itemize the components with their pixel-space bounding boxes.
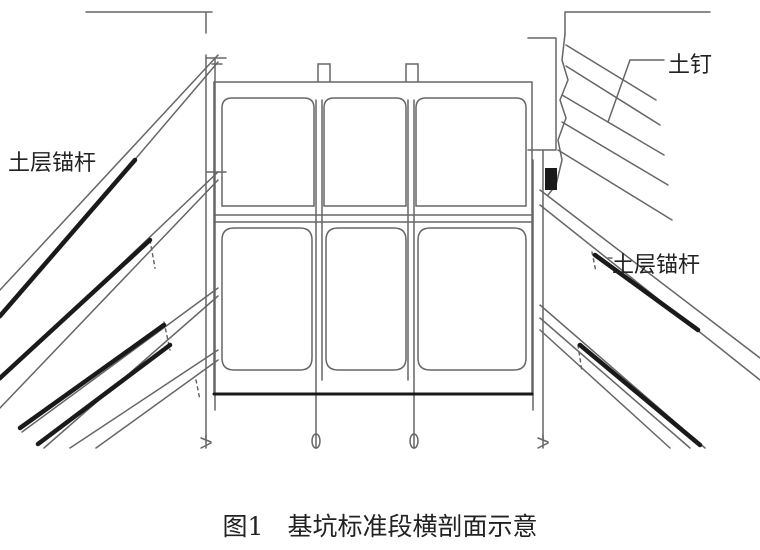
figure-title: 基坑标准段横剖面示意 (287, 512, 538, 541)
capping-beam (545, 168, 557, 190)
left-anchor-bond-2 (0, 237, 153, 381)
right-slope-lines (539, 189, 760, 449)
figure-number: 图1 (222, 512, 264, 541)
soil-nail-label: 土钉 (668, 53, 713, 78)
ground-line-left (85, 11, 213, 34)
soil-nail-lines (557, 44, 673, 221)
right-anchor-label: 土层锚杆 (612, 253, 701, 278)
box-structure (213, 63, 533, 449)
right-anchor-bond-1 (592, 252, 701, 333)
right-anchor-bond-2 (577, 342, 703, 448)
left-anchor-label: 土层锚杆 (8, 151, 97, 176)
figure-caption: 图1 基坑标准段横剖面示意 (0, 507, 760, 543)
pile-markers (200, 433, 549, 449)
left-wall-waler-top (205, 57, 227, 65)
soil-nail-leader (607, 59, 631, 123)
left-anchor-bond-1 (0, 157, 138, 319)
left-anchor-bond-4 (35, 342, 173, 447)
ground-line-right (564, 11, 711, 35)
right-anchor-ticks (577, 251, 597, 373)
nail-slope-face (547, 33, 569, 196)
left-anchor-bond-3 (17, 322, 167, 431)
